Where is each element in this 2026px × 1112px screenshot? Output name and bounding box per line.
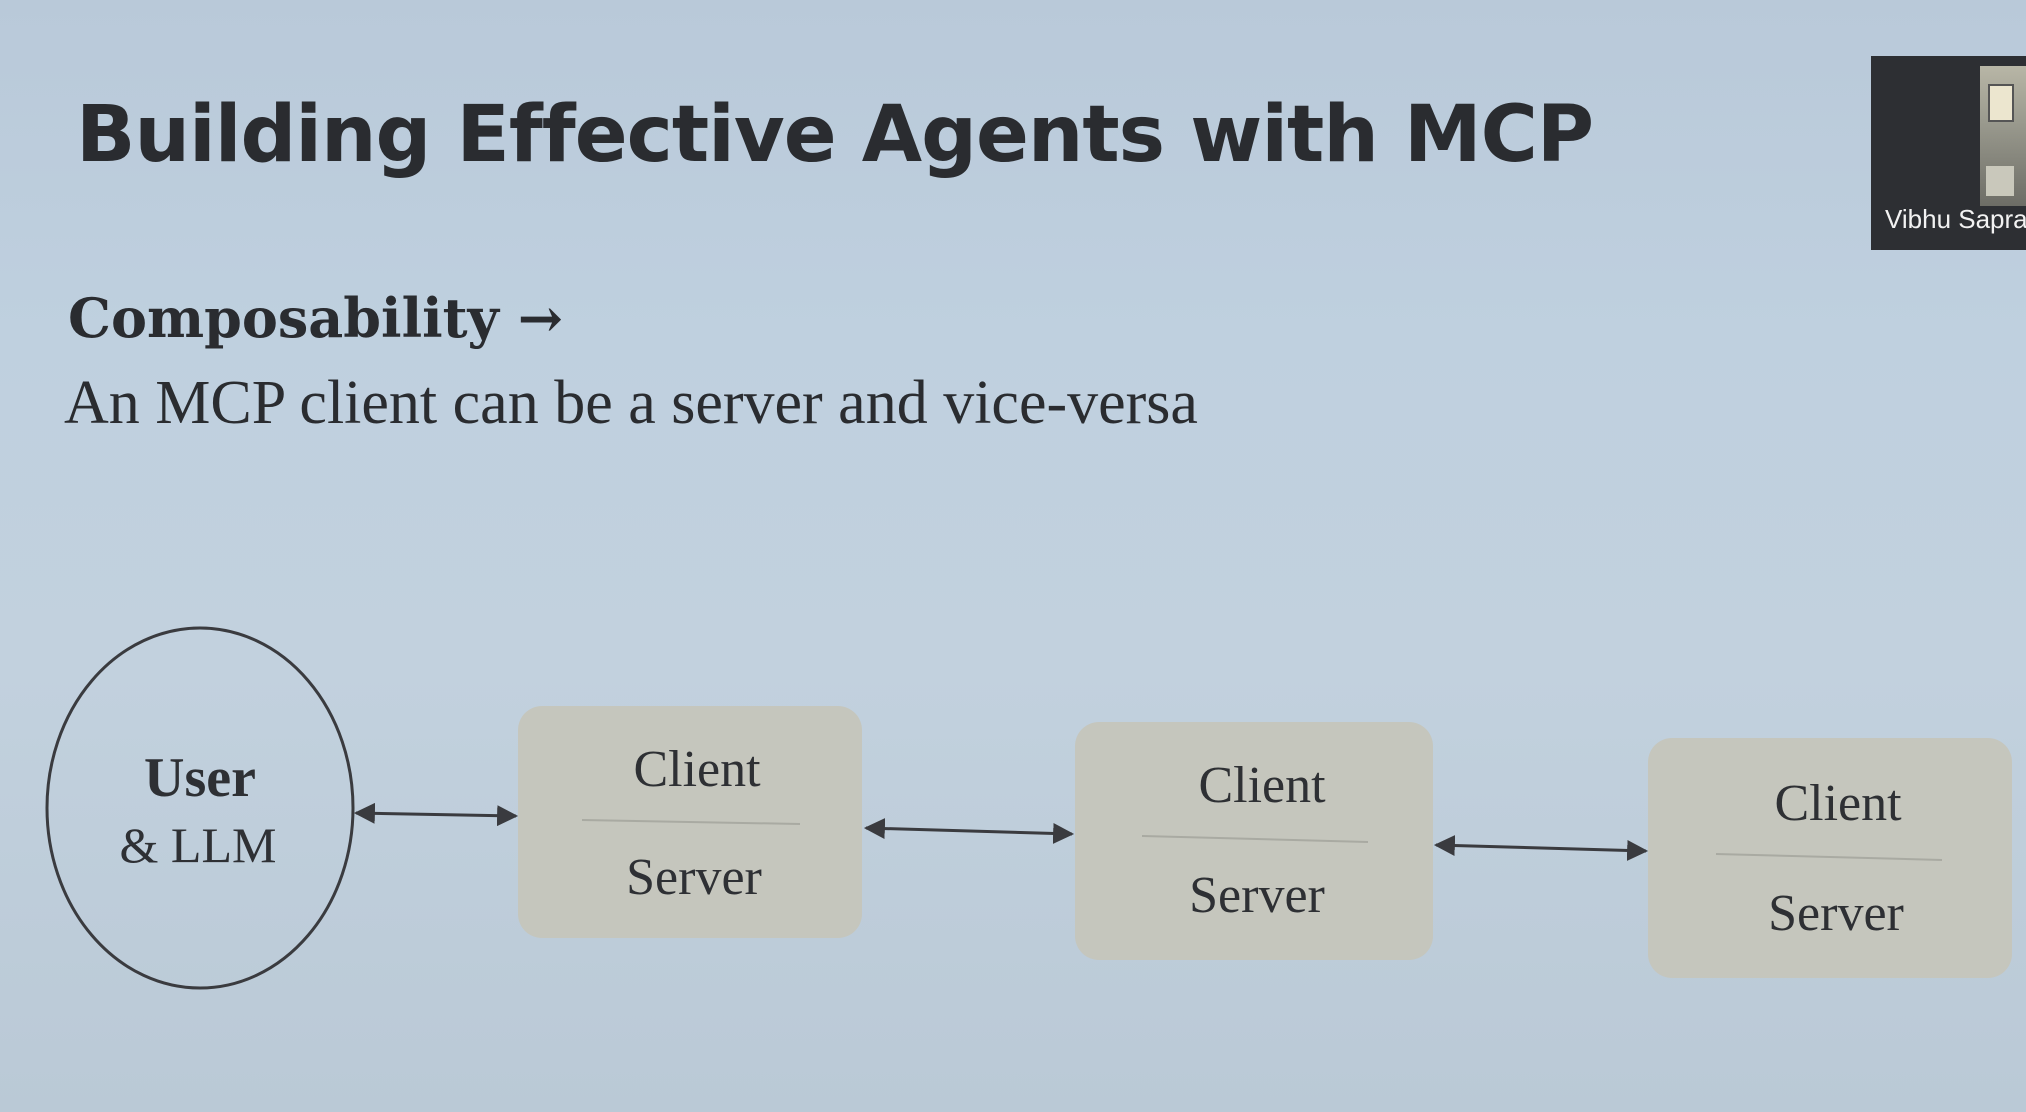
box-1-client-label: Client xyxy=(633,741,761,798)
box-3-server-label: Server xyxy=(1768,885,1904,942)
llm-node-label: & LLM xyxy=(120,817,277,873)
section-subtitle: An MCP client can be a server and vice-v… xyxy=(64,369,1198,437)
box-1-server-label: Server xyxy=(626,849,762,906)
client-server-box-1: Client Server xyxy=(518,706,862,938)
box-2-divider xyxy=(1141,835,1369,843)
box-1-divider xyxy=(581,819,801,825)
section-heading: Composability → xyxy=(68,286,563,350)
slide-title: Building Effective Agents with MCP xyxy=(76,90,1594,180)
box-3-divider xyxy=(1715,853,1943,861)
connector-arrow-2 xyxy=(863,818,1075,844)
box-2-client-label: Client xyxy=(1198,757,1326,814)
client-server-box-2: Client Server xyxy=(1075,722,1433,960)
connector-arrow-1 xyxy=(353,802,519,827)
client-server-box-3: Client Server xyxy=(1648,738,2012,978)
user-llm-node: User & LLM xyxy=(45,626,355,990)
box-2-server-label: Server xyxy=(1189,867,1325,924)
connector-arrow-3 xyxy=(1433,835,1649,861)
webcam-participant-name: Vibhu Sapra xyxy=(1885,204,2026,234)
webcam-thumbnail[interactable]: Vibhu Sapra xyxy=(1871,56,2026,250)
webcam-video-feed xyxy=(1980,66,2026,206)
box-3-client-label: Client xyxy=(1774,775,1902,832)
user-node-label: User xyxy=(144,747,256,809)
